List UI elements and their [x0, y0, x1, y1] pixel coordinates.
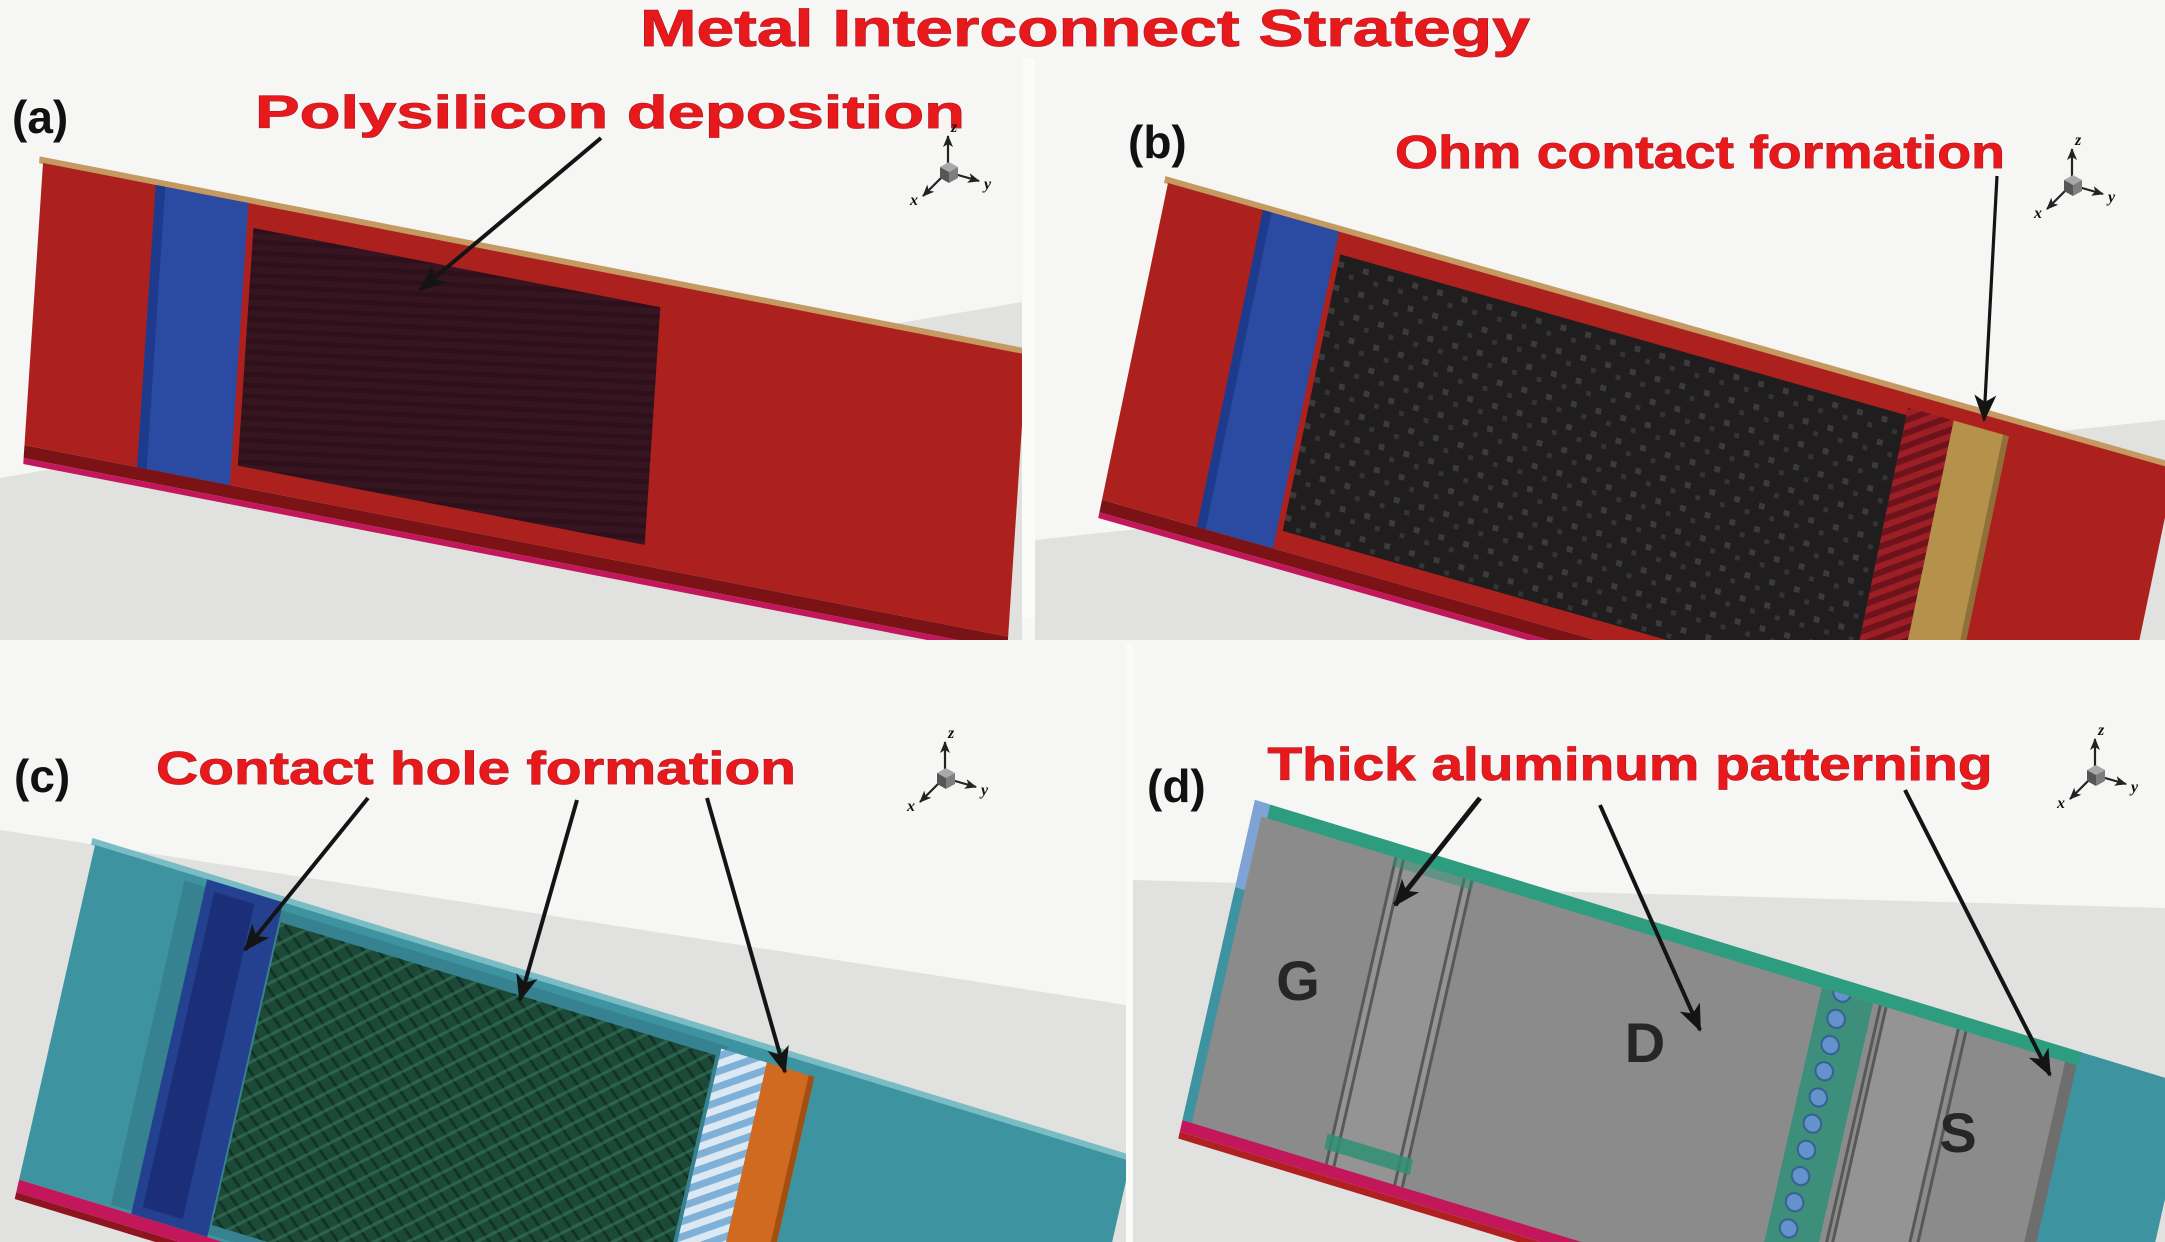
source-groove-line-3 [1887, 1028, 1960, 1242]
axis-x-label: x [2033, 205, 2042, 222]
wafer-slab-c [14, 838, 1126, 1242]
panel-c [0, 796, 1126, 1242]
source-groove-line-1 [1809, 1004, 1882, 1242]
gate-groove-green-end-d [1324, 1133, 1414, 1175]
panel-caption-c: Contact hole formation [156, 742, 796, 794]
axis-x-label: x [906, 798, 915, 815]
ohmic-contact-edge-b [1942, 434, 2009, 640]
gate-groove-green-top-d [1392, 857, 1475, 891]
panel-caption-a: Polysilicon deposition [255, 86, 965, 138]
annotation-arrow-aluminum-drain [1598, 804, 1702, 1032]
gate-groove-line-3 [1393, 877, 1466, 1186]
panel-label-d: (d) [1147, 760, 1206, 812]
source-groove-line-4 [1894, 1031, 1968, 1242]
panel-caption-d: Thick aluminum patterning [1268, 738, 1993, 790]
mesa-region-b [1282, 254, 1907, 640]
mesa-texture-a [237, 228, 661, 545]
gate-groove-line-1 [1324, 857, 1398, 1165]
axis-y-label: y [979, 782, 989, 799]
annotation-arrow-aluminum-gate [1393, 796, 1482, 907]
contact-metal-edge-c [736, 1075, 815, 1242]
panel-d: G D S [1133, 789, 2165, 1242]
drain-terminal-label: D [1625, 1011, 1665, 1074]
ohmic-contact-strip-b [1892, 420, 2009, 640]
axis-triad-icon-c: z y x [906, 725, 989, 815]
panel-label-a: (a) [12, 91, 68, 143]
wafer-slab-d [1178, 800, 2165, 1242]
figure-title: Metal Interconnect Strategy [640, 0, 1530, 58]
panel-label-b: (b) [1128, 116, 1187, 168]
aluminum-right-bevel-d [1995, 1061, 2077, 1242]
slab-top-bevel-c [90, 838, 1126, 1164]
axis-x-label: x [2056, 795, 2065, 812]
polysilicon-strip-edge-a [137, 184, 166, 469]
recess-ribbed-strip-b [1847, 407, 1954, 640]
axis-y-label: y [2129, 779, 2139, 796]
axis-y-label: y [2106, 189, 2116, 206]
slab-edge-crimson-b [1098, 512, 2107, 640]
slab-side-face-a [23, 445, 1009, 640]
polysilicon-strip-a [137, 184, 249, 486]
gate-pad-band-d [1326, 857, 1471, 1187]
panel-divider-top [1022, 58, 1035, 640]
source-terminal-label: S [1939, 1101, 1976, 1164]
slab-top-bevel-a [39, 156, 1022, 356]
contact-hole-striped-strip-c [649, 1048, 767, 1242]
axis-z-label: z [947, 725, 955, 742]
contact-dot-strip-d [1752, 987, 1874, 1242]
annotation-arrow-contact-hole-3 [705, 797, 789, 1074]
axis-triad-icon-d: z y x [2056, 722, 2139, 812]
annotation-arrow-aluminum-source [1903, 789, 2052, 1077]
annotation-arrow-contact-hole-1 [243, 796, 370, 952]
panel-divider-bottom [1126, 645, 1134, 1242]
gate-groove-line-2 [1332, 859, 1405, 1167]
axis-triad-icon-b: z y x [2033, 132, 2116, 222]
annotation-arrow-polysilicon [418, 136, 603, 292]
slab-side-face-d [1178, 1131, 2116, 1242]
annotation-arrow-ohm-contact [1974, 175, 1999, 422]
gate-terminal-label: G [1276, 949, 1320, 1012]
annotation-arrow-contact-hole-2 [516, 799, 579, 1002]
slab-edge-crimson-d [1179, 1120, 2119, 1242]
axis-z-label: z [2097, 722, 2105, 739]
aluminum-green-border-d [1251, 800, 2082, 1066]
contact-metal-strip-c [695, 1062, 815, 1242]
source-pad-band-d [1817, 1007, 1957, 1242]
source-groove-line-2 [1815, 1006, 1888, 1242]
panel-caption-b: Ohm contact formation [1395, 126, 2005, 178]
axis-z-label: z [2074, 132, 2082, 149]
panel-label-c: (c) [14, 750, 70, 802]
polysilicon-strip-b [1197, 210, 1340, 549]
axis-z-label: z [950, 119, 958, 136]
slab-side-face-b [1099, 499, 2110, 640]
wafer-slab-b [1098, 176, 2165, 640]
axis-triad-icon-a: z y x [909, 119, 992, 209]
axis-y-label: y [982, 176, 992, 193]
slab-edge-crimson-a [23, 458, 1008, 640]
gate-groove-line-4 [1400, 880, 1474, 1188]
slab-top-bevel-b [1163, 176, 2165, 472]
polysilicon-strip-edge-b [1197, 210, 1272, 530]
mesa-hatch-2-c [211, 922, 716, 1242]
panel-b [1035, 175, 2165, 640]
gate-strip-core-c [142, 891, 255, 1220]
axis-x-label: x [909, 192, 918, 209]
panel-a [0, 136, 1022, 640]
wafer-slab-a [23, 156, 1022, 640]
